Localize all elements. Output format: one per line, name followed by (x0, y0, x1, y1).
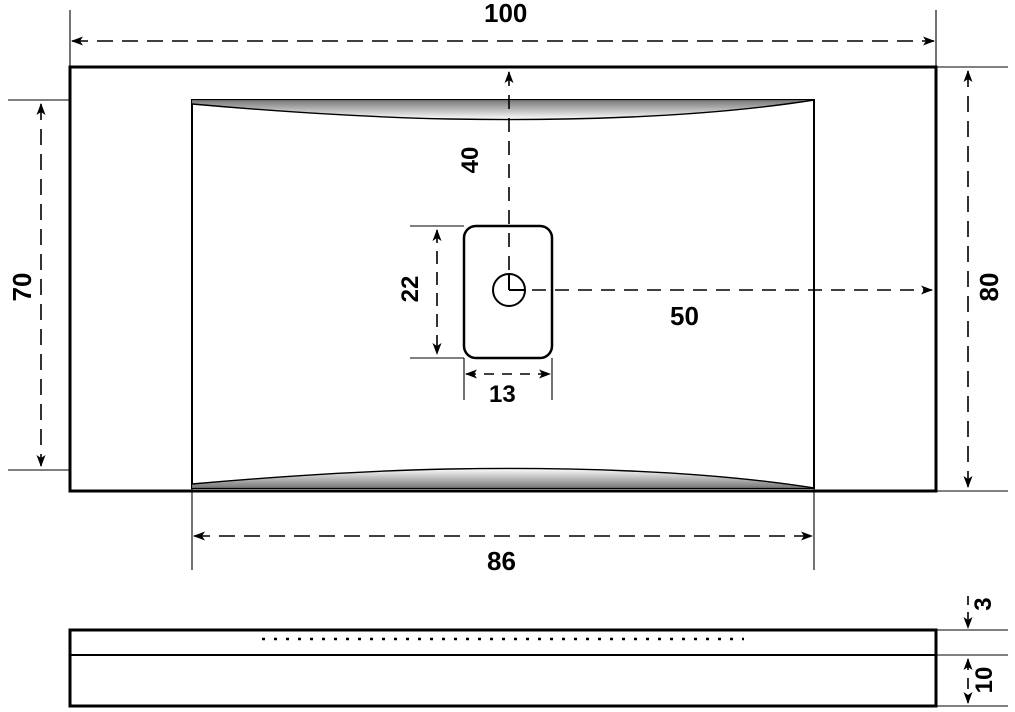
dimension-label-22: 22 (397, 275, 424, 303)
dimension-label-100: 100 (484, 0, 528, 28)
dimension-label-40: 40 (457, 146, 484, 174)
dimension-label-50: 50 (670, 301, 699, 331)
dimension-label-13: 13 (489, 381, 516, 408)
dimension-label-86: 86 (487, 546, 516, 576)
dimension-label-10: 10 (971, 666, 998, 694)
dimension-label-70: 70 (7, 272, 37, 302)
dimension-label-80: 80 (974, 272, 1004, 302)
dimension-label-3: 3 (970, 597, 997, 611)
